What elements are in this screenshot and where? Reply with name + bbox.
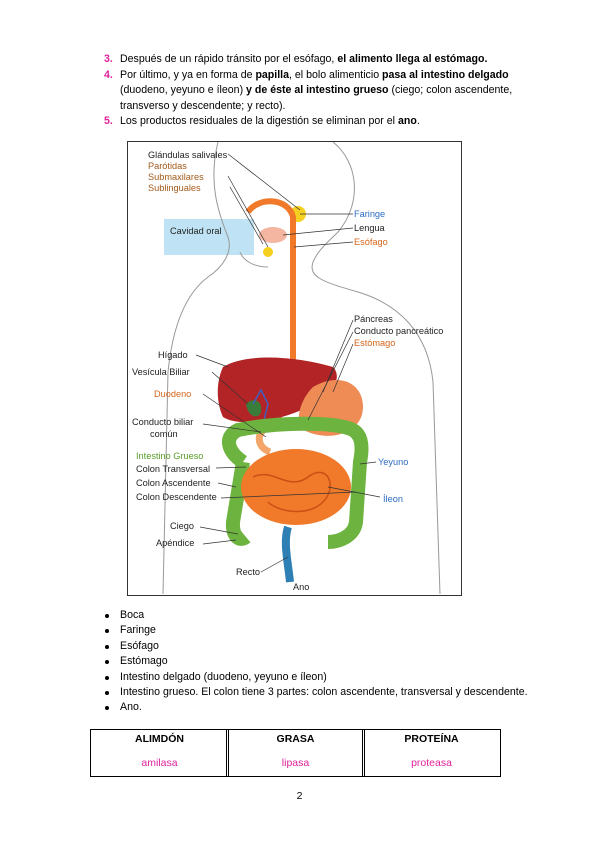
label-recto: Recto bbox=[236, 567, 261, 577]
label-vesicula: Vesícula Biliar bbox=[132, 367, 190, 377]
label-esofago: Esófago bbox=[354, 237, 388, 247]
label-conducto-biliar: Conducto biliar bbox=[132, 417, 194, 427]
large-intestine-shape bbox=[222, 416, 369, 549]
rectum-shape bbox=[281, 525, 294, 583]
label-estomago: Estómago bbox=[354, 338, 396, 348]
list-item: Esófago bbox=[102, 639, 528, 654]
list-item: Intestino grueso. El colon tiene 3 parte… bbox=[102, 685, 528, 700]
tongue-shape bbox=[259, 227, 287, 243]
enzyme-value: proteasa bbox=[411, 757, 452, 769]
organ-bullet-list: Boca Faringe Esófago Estómago Intestino … bbox=[102, 608, 528, 716]
numbered-steps: 3. Después de un rápido tránsito por el … bbox=[104, 52, 544, 130]
label-ciego: Ciego bbox=[170, 521, 195, 531]
step-item: 5. Los productos residuales de la digest… bbox=[104, 114, 544, 130]
label-cavidad-oral: Cavidad oral bbox=[170, 226, 222, 236]
list-item: Estómago bbox=[102, 654, 528, 669]
enzyme-box-alimdon: ALIMDÓN amilasa bbox=[90, 729, 229, 777]
list-item: Faringe bbox=[102, 623, 528, 638]
enzyme-header: GRASA bbox=[276, 733, 315, 745]
enzyme-header: PROTEÍNA bbox=[404, 733, 459, 745]
label-apendice: Apéndice bbox=[156, 538, 195, 548]
label-colon-descendente: Colon Descendente bbox=[136, 492, 217, 502]
enzyme-value: amilasa bbox=[141, 757, 178, 769]
label-ileon: Íleon bbox=[383, 494, 403, 504]
list-item: Intestino delgado (duodeno, yeyuno e íle… bbox=[102, 670, 528, 685]
label-intestino-grueso: Intestino Grueso bbox=[136, 451, 204, 461]
label-conducto-biliar-comun: común bbox=[150, 429, 178, 439]
page-number: 2 bbox=[296, 790, 303, 802]
list-item: Boca bbox=[102, 608, 528, 623]
label-lengua: Lengua bbox=[354, 223, 385, 233]
label-conducto-pancreatico: Conducto pancreático bbox=[354, 326, 444, 336]
label-submaxilares: Submaxilares bbox=[148, 172, 204, 182]
body-illustration bbox=[162, 142, 441, 595]
label-pancreas: Páncreas bbox=[354, 314, 393, 324]
small-intestine-shape bbox=[241, 449, 351, 525]
enzyme-box-proteina: PROTEÍNA proteasa bbox=[362, 729, 501, 777]
oral-cavity-highlight bbox=[164, 219, 254, 255]
gallbladder-shape bbox=[246, 400, 262, 417]
step-item: 4. Por último, y ya en forma de papilla,… bbox=[104, 68, 513, 112]
enzyme-box-grasa: GRASA lipasa bbox=[226, 729, 365, 777]
step-number: 4. bbox=[104, 68, 113, 81]
step-number: 5. bbox=[104, 115, 113, 128]
label-glandulas: Glándulas salivales bbox=[148, 150, 228, 160]
step-number: 3. bbox=[104, 53, 113, 65]
label-colon-ascendente: Colon Ascendente bbox=[136, 478, 211, 488]
label-ano: Ano bbox=[293, 582, 310, 592]
label-yeyuno: Yeyuno bbox=[378, 457, 409, 467]
label-higado: Hígado bbox=[158, 350, 188, 360]
enzyme-value: lipasa bbox=[281, 757, 310, 769]
label-sublinguales: Sublinguales bbox=[148, 183, 201, 193]
step-item: 3. Después de un rápido tránsito por el … bbox=[104, 52, 544, 68]
digestive-system-diagram: Glándulas salivales Parótidas Submaxilar… bbox=[127, 141, 462, 596]
label-colon-transversal: Colon Transversal bbox=[136, 464, 211, 474]
enzyme-header: ALIMDÓN bbox=[135, 733, 184, 745]
list-item: Ano. bbox=[102, 700, 528, 715]
label-parotidas: Parótidas bbox=[148, 161, 187, 171]
submaxillary-gland bbox=[263, 247, 273, 257]
label-faringe: Faringe bbox=[354, 209, 386, 219]
label-duodeno: Duodeno bbox=[154, 389, 192, 399]
